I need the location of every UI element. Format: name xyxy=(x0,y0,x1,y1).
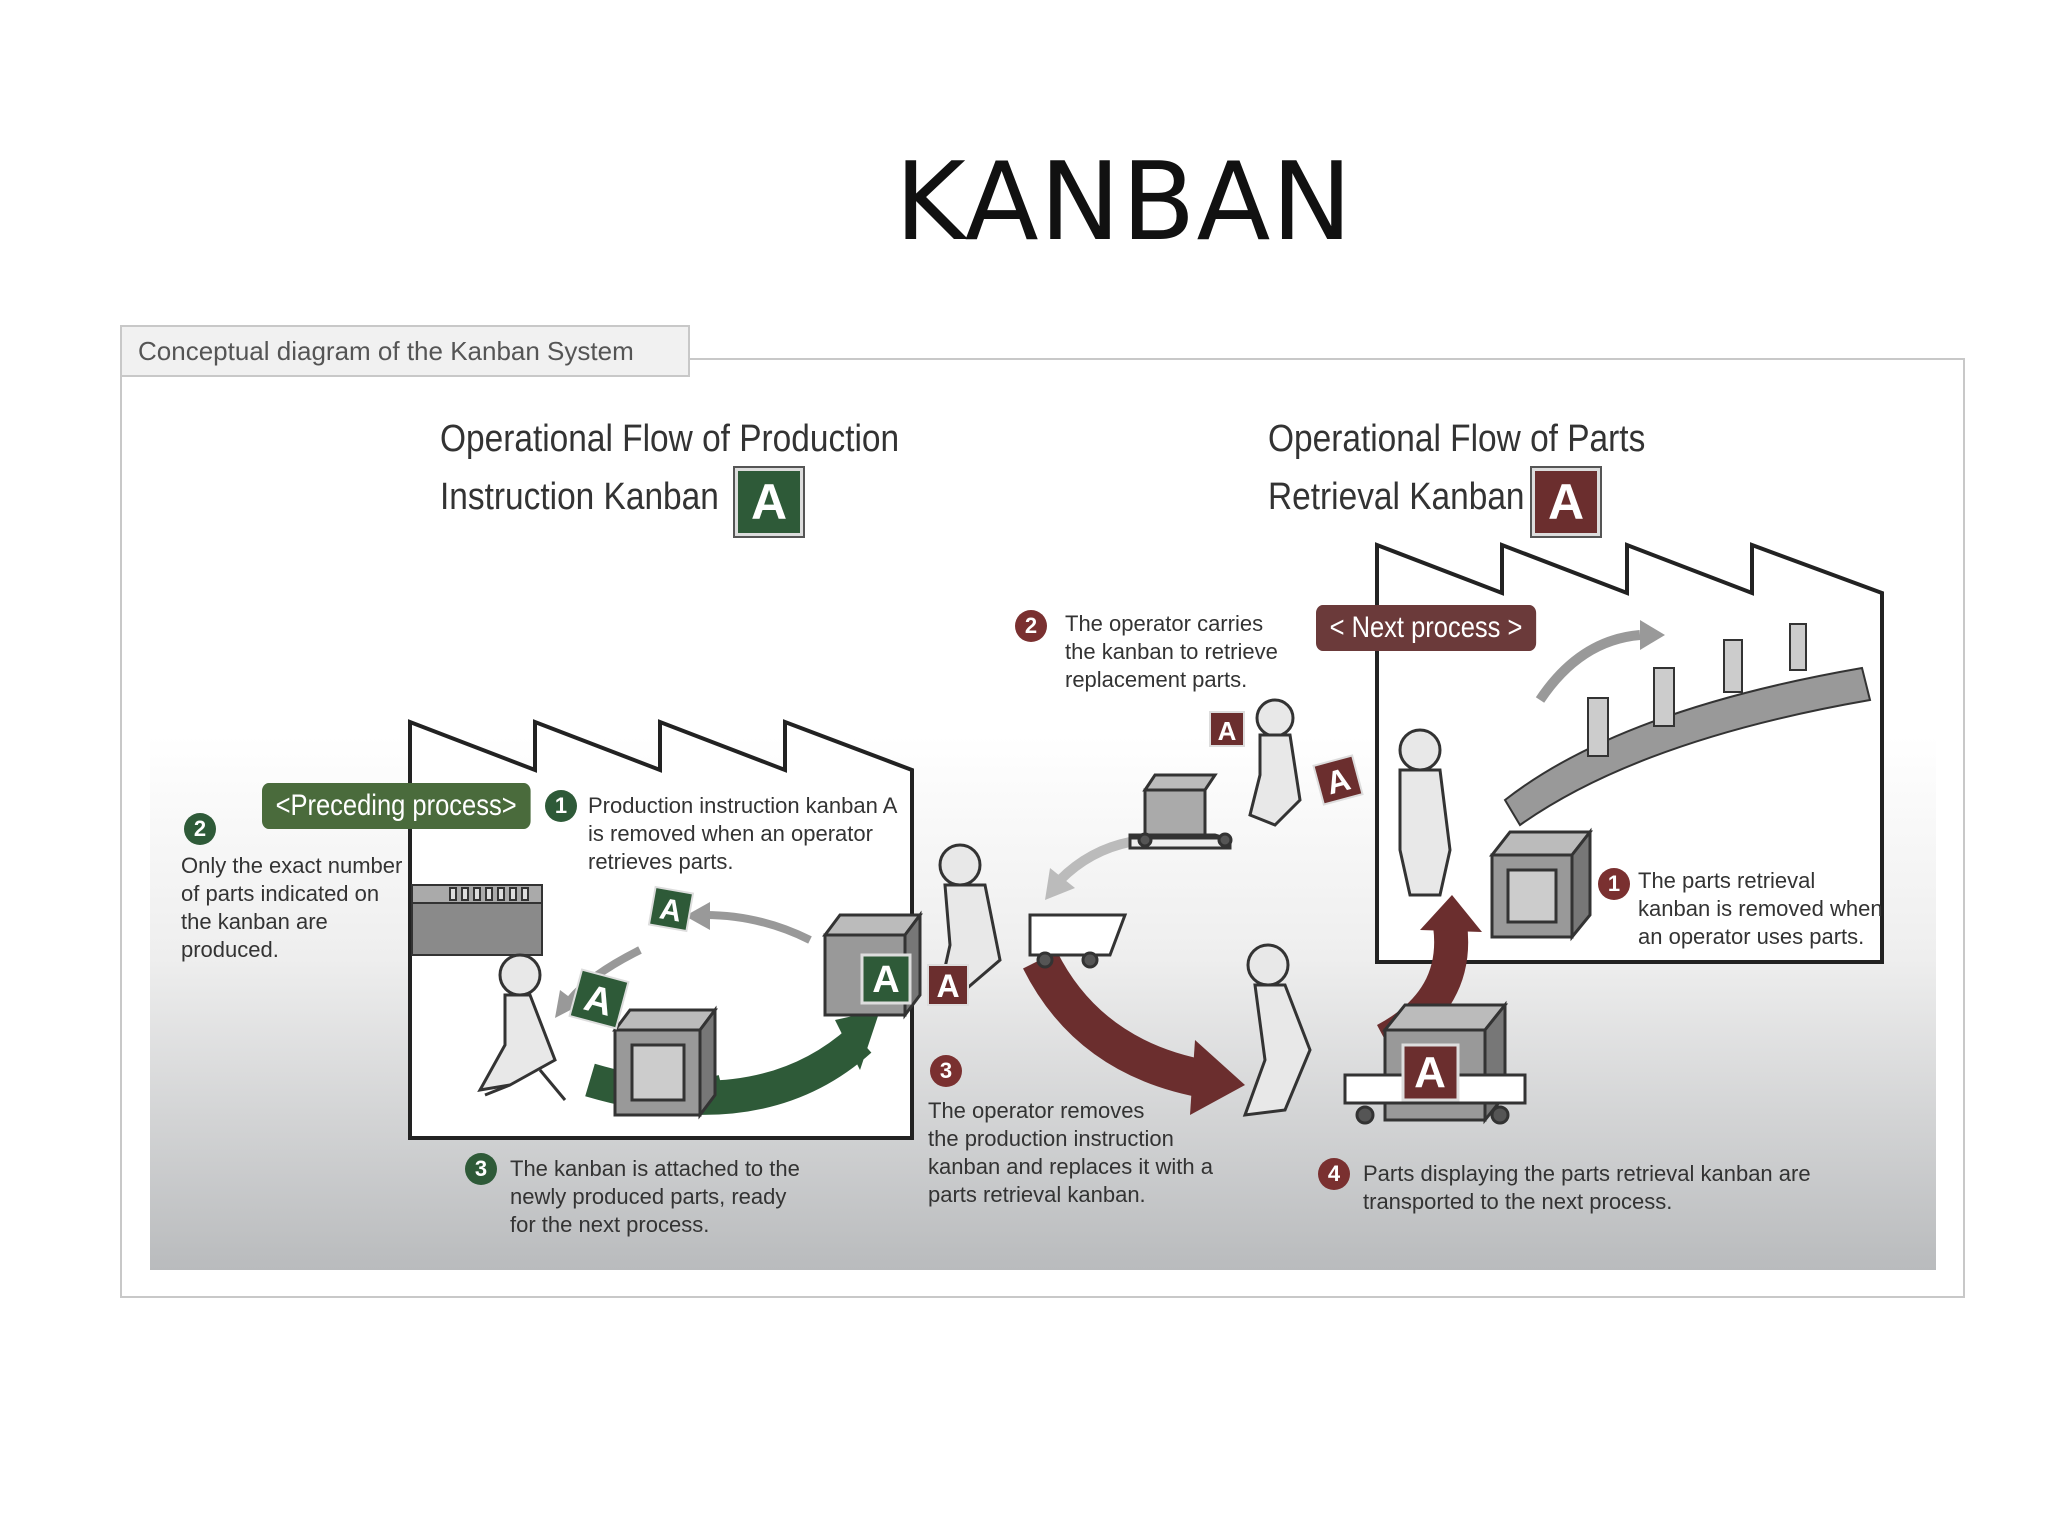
svg-text:A: A xyxy=(1218,716,1237,746)
parts-box-icon xyxy=(1488,827,1594,942)
kanban-card-icon: A xyxy=(1209,711,1245,747)
flow-arrow-icon xyxy=(1420,895,1482,932)
step-number: 4 xyxy=(1318,1158,1350,1190)
svg-text:A: A xyxy=(936,968,959,1004)
heading-line: Operational Flow of Production xyxy=(440,418,900,460)
heading-line: Instruction Kanban xyxy=(440,476,719,518)
svg-text:A: A xyxy=(872,959,899,1001)
flow-arrow-icon xyxy=(1640,620,1665,650)
flow-arrow-icon xyxy=(555,990,580,1018)
svg-text:A: A xyxy=(1414,1048,1446,1097)
kanban-card-icon: A xyxy=(927,964,969,1006)
heading-line: Retrieval Kanban xyxy=(1268,476,1525,518)
flow-arrow-icon xyxy=(1190,1040,1245,1115)
production-kanban-heading: Operational Flow of Production Instructi… xyxy=(440,410,899,526)
retrieval-kanban-badge: A xyxy=(1532,468,1600,536)
hand-cart-icon xyxy=(1128,832,1233,850)
flow-arrow-icon xyxy=(1056,837,1132,884)
flow-arrow-icon xyxy=(704,911,812,944)
production-kanban-badge: A xyxy=(735,468,803,536)
kanban-card-icon: A xyxy=(860,953,912,1005)
operator-icon xyxy=(938,843,1002,992)
flow-arrow-icon xyxy=(1045,868,1075,900)
operator-icon xyxy=(1242,943,1312,1117)
conveyor-icon xyxy=(1503,623,1872,827)
retrieval-step-4-note: Parts displaying the parts retrieval kan… xyxy=(1363,1161,1811,1214)
machine-icon xyxy=(411,884,543,956)
kanban-card-icon: A xyxy=(647,885,695,933)
kanban-card-icon: A xyxy=(1401,1043,1460,1102)
operator-icon xyxy=(1248,698,1302,827)
step-number: 1 xyxy=(1598,868,1630,900)
production-step-2-note: Only the exact number of parts indicated… xyxy=(181,853,403,962)
flow-arrow-icon xyxy=(835,1010,880,1070)
retrieval-step-3-note: The operator removes the production inst… xyxy=(928,1098,1213,1207)
retrieval-step-1-note: The parts retrieval kanban is removed wh… xyxy=(1638,868,1883,949)
production-step-3-note: The kanban is attached to the newly prod… xyxy=(510,1156,800,1237)
kanban-card-icon: A xyxy=(568,968,630,1030)
parts-box-icon xyxy=(612,1005,718,1120)
step-number: 3 xyxy=(930,1055,962,1087)
production-step-1-note: Production instruction kanban A is remov… xyxy=(588,793,898,874)
hand-cart-icon xyxy=(1028,913,1128,969)
preceding-process-label: <Preceding process> xyxy=(262,783,531,829)
next-process-label: < Next process > xyxy=(1316,605,1536,651)
step-number: 1 xyxy=(545,790,577,822)
diagram-caption: Conceptual diagram of the Kanban System xyxy=(120,325,690,377)
flow-arrow-icon xyxy=(1535,630,1641,703)
step-number: 3 xyxy=(465,1153,497,1185)
flow-arrow-icon xyxy=(1023,951,1214,1099)
parts-box-icon xyxy=(1142,773,1218,842)
step-number: 2 xyxy=(1015,610,1047,642)
step-number: 2 xyxy=(184,813,216,845)
heading-line: Operational Flow of Parts xyxy=(1268,418,1646,460)
operator-icon xyxy=(477,953,567,1101)
retrieval-step-2-note: The operator carries the kanban to retri… xyxy=(1065,611,1278,692)
slide-title: KANBAN xyxy=(894,140,1354,265)
retrieval-kanban-heading: Operational Flow of Parts Retrieval Kanb… xyxy=(1268,410,1645,526)
flow-arrow-icon xyxy=(685,902,710,930)
operator-icon xyxy=(1398,728,1452,897)
kanban-card-icon: A xyxy=(1312,754,1364,806)
